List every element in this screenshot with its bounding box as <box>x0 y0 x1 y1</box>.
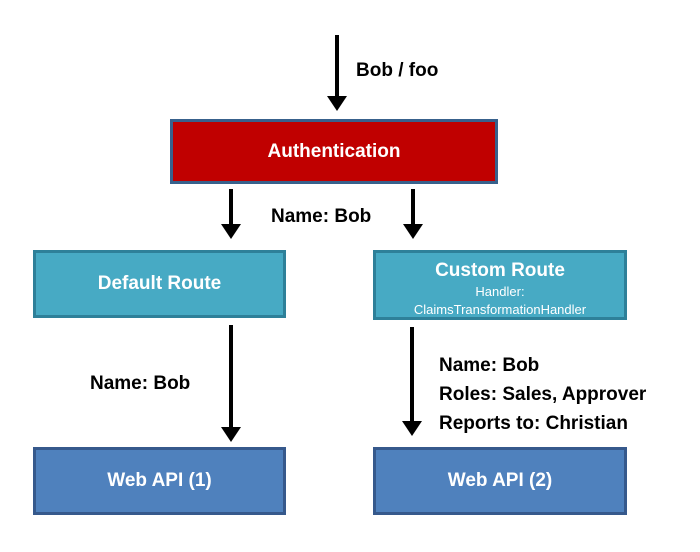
arrow-default-route-to-web-api-1 <box>229 325 233 428</box>
claims-custom-route-line-3: Reports to: Christian <box>439 413 628 434</box>
arrow-credentials-to-auth <box>335 35 339 97</box>
arrow-auth-to-default-route <box>229 189 233 225</box>
claims-custom-route-labels: Name: Bob Roles: Sales, Approver Reports… <box>439 351 646 438</box>
claims-custom-route-line-1: Name: Bob <box>439 355 540 376</box>
web-api-1-title: Web API (1) <box>107 470 212 492</box>
custom-route-box: Custom Route Handler: ClaimsTransformati… <box>373 250 627 320</box>
authentication-box: Authentication <box>170 119 498 184</box>
web-api-2-box: Web API (2) <box>373 447 627 515</box>
default-route-title: Default Route <box>97 273 222 295</box>
default-route-box: Default Route <box>33 250 286 318</box>
claim-default-route-label: Name: Bob <box>90 373 191 394</box>
web-api-1-box: Web API (1) <box>33 447 286 515</box>
claims-custom-route-line-2: Roles: Sales, Approver <box>439 384 647 405</box>
custom-route-handler-label: Handler: <box>475 283 525 299</box>
web-api-2-title: Web API (2) <box>447 470 553 492</box>
arrow-auth-to-custom-route <box>411 189 415 225</box>
arrow-custom-route-to-web-api-2 <box>410 327 414 422</box>
authentication-box-title: Authentication <box>267 140 401 162</box>
custom-route-handler-name: ClaimsTransformationHandler <box>413 302 587 318</box>
claim-after-auth-label: Name: Bob <box>271 206 372 227</box>
credentials-label: Bob / foo <box>356 60 439 81</box>
custom-route-title: Custom Route <box>435 260 565 281</box>
